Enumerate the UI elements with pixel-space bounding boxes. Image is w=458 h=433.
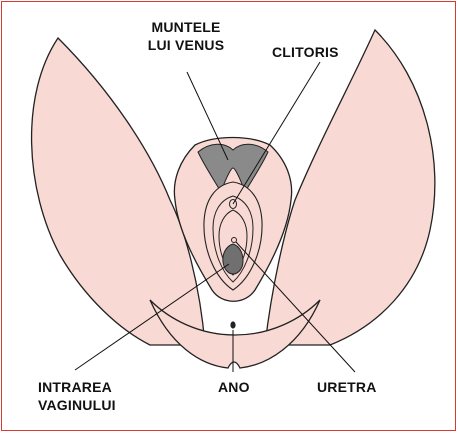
clitoris-label-text: CLITORIS	[272, 43, 339, 61]
urethra-label: URETRA	[317, 378, 377, 396]
mons-pubis-label: MUNTELE LUI VENUS	[126, 18, 246, 54]
mons-pubis-label-line2: LUI VENUS	[126, 36, 246, 54]
vaginal-entrance-label-line2: VAGINULUI	[38, 396, 116, 414]
anus-label-text: ANO	[218, 378, 250, 396]
urethra-label-text: URETRA	[317, 378, 377, 396]
anus-label: ANO	[218, 378, 250, 396]
urethra-opening	[232, 238, 237, 243]
clitoris-label: CLITORIS	[272, 43, 339, 61]
vaginal-entrance-label: INTRAREA VAGINULUI	[38, 378, 116, 414]
vaginal-opening	[223, 244, 243, 274]
vaginal-entrance-label-line1: INTRAREA	[38, 378, 116, 396]
anus-shape	[230, 321, 235, 328]
mons-pubis-label-line1: MUNTELE	[126, 18, 246, 36]
